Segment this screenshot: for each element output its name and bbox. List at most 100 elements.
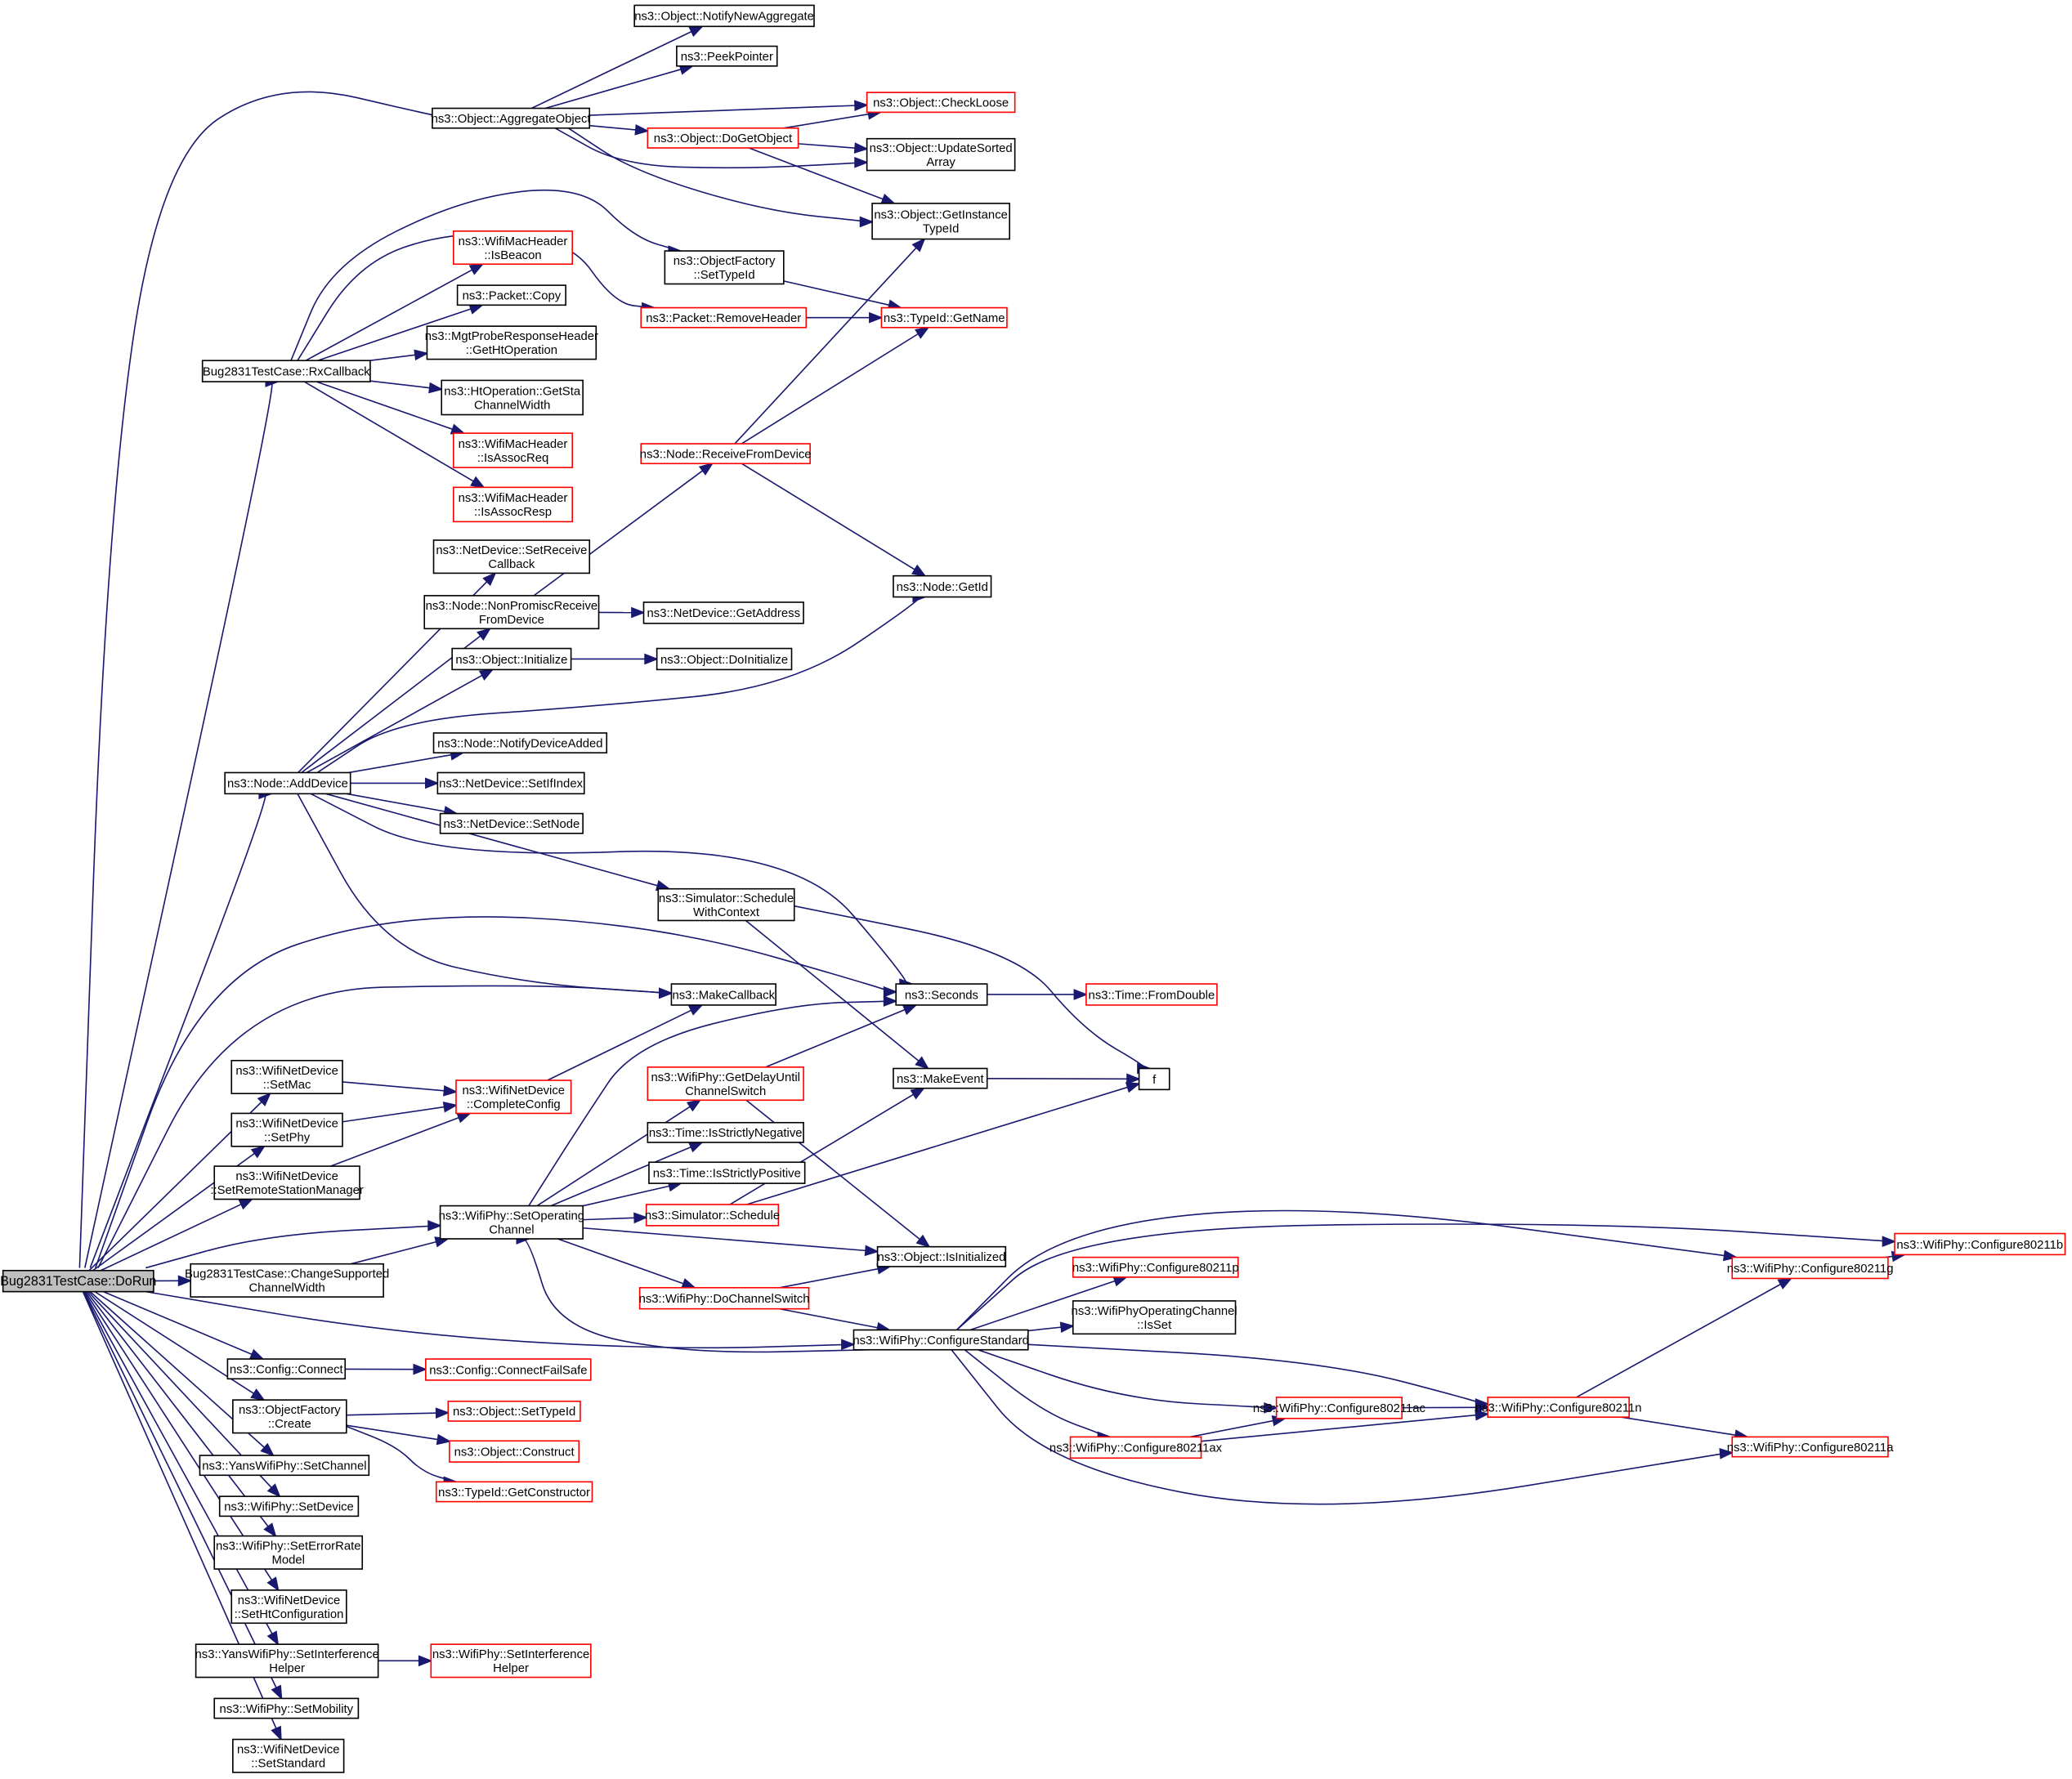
node-isstrictlypos[interactable]: ns3::Time::IsStrictlyPositive bbox=[648, 1161, 806, 1184]
node-of_settypeid[interactable]: ns3::ObjectFactory::SetTypeId bbox=[664, 250, 785, 285]
node-setdevice[interactable]: ns3::WifiPhy::SetDevice bbox=[218, 1495, 360, 1518]
node-c80211n[interactable]: ns3::WifiPhy::Configure80211n bbox=[1475, 1397, 1642, 1418]
node-box bbox=[866, 137, 1016, 172]
edge-rxcallback-to-isbeacon bbox=[305, 263, 485, 361]
node-packetcopy[interactable]: ns3::Packet::Copy bbox=[456, 284, 566, 306]
node-doinitialize[interactable]: ns3::Object::DoInitialize bbox=[656, 647, 793, 671]
edge-line bbox=[955, 1223, 1890, 1331]
edge-yans_setinterf-to-wifiphy_setinterf bbox=[378, 1655, 433, 1667]
node-makecallback[interactable]: ns3::MakeCallback bbox=[670, 983, 776, 1006]
node-removeheader[interactable]: ns3::Packet::RemoveHeader bbox=[640, 306, 808, 329]
node-box bbox=[640, 306, 808, 329]
node-nodegetid[interactable]: ns3::Node::GetId bbox=[893, 574, 992, 598]
node-box bbox=[876, 1245, 1007, 1267]
node-of_create[interactable]: ns3::ObjectFactory::Create bbox=[232, 1399, 347, 1434]
node-notifydeviceadded[interactable]: ns3::Node::NotifyDeviceAdded bbox=[432, 732, 608, 754]
node-label: Helper bbox=[269, 1662, 305, 1675]
node-label: ns3::HtOperation::GetSta bbox=[444, 385, 581, 398]
node-receivefromdevice[interactable]: ns3::Node::ReceiveFromDevice bbox=[640, 443, 812, 465]
node-f[interactable]: f bbox=[1138, 1067, 1170, 1091]
node-setmac[interactable]: ns3::WifiNetDevice::SetMac bbox=[230, 1059, 343, 1095]
node-c80211ax[interactable]: ns3::WifiPhy::Configure80211ax bbox=[1049, 1436, 1223, 1459]
edge-line bbox=[567, 127, 868, 223]
node-rxcallback[interactable]: Bug2831TestCase::RxCallback bbox=[201, 360, 371, 382]
node-c80211p[interactable]: ns3::WifiPhy::Configure80211p bbox=[1072, 1256, 1239, 1278]
arrowhead-icon bbox=[414, 349, 429, 361]
node-aggregate[interactable]: ns3::Object::AggregateObject bbox=[432, 107, 592, 129]
node-isinitialized[interactable]: ns3::Object::IsInitialized bbox=[876, 1245, 1007, 1267]
node-isstrictlyneg[interactable]: ns3::Time::IsStrictlyNegative bbox=[647, 1121, 804, 1143]
node-setchannel[interactable]: ns3::YansWifiPhy::SetChannel bbox=[199, 1455, 370, 1477]
node-typeid_getname[interactable]: ns3::TypeId::GetName bbox=[880, 306, 1008, 329]
node-c80211g[interactable]: ns3::WifiPhy::Configure80211g bbox=[1727, 1256, 1894, 1280]
node-setstandard[interactable]: ns3::WifiNetDevice::SetStandard bbox=[232, 1738, 345, 1773]
node-sethtconfig[interactable]: ns3::WifiNetDevice::SetHtConfiguration bbox=[230, 1589, 347, 1625]
node-initialize[interactable]: ns3::Object::Initialize bbox=[451, 647, 572, 671]
node-isassocreq[interactable]: ns3::WifiMacHeader::IsAssocReq bbox=[452, 432, 574, 468]
node-notifynewagg[interactable]: ns3::Object::NotifyNewAggregate bbox=[633, 4, 815, 28]
node-construct[interactable]: ns3::Object::Construct bbox=[449, 1440, 580, 1463]
node-c80211ac[interactable]: ns3::WifiPhy::Configure80211ac bbox=[1253, 1397, 1426, 1419]
node-completeconfig[interactable]: ns3::WifiNetDevice::CompleteConfig bbox=[455, 1079, 572, 1115]
node-connectfailsafe[interactable]: ns3::Config::ConnectFailSafe bbox=[425, 1358, 592, 1381]
arrowhead-icon bbox=[688, 25, 705, 38]
node-box bbox=[1072, 1300, 1237, 1335]
node-peekpointer[interactable]: ns3::PeekPointer bbox=[676, 45, 778, 67]
node-setmobility[interactable]: ns3::WifiPhy::SetMobility bbox=[213, 1697, 360, 1719]
node-getaddress[interactable]: ns3::NetDevice::GetAddress bbox=[642, 601, 804, 624]
edge-line bbox=[305, 269, 473, 361]
node-simschedule[interactable]: ns3::Simulator::Schedule bbox=[645, 1204, 780, 1227]
node-label: ns3::WifiPhy::ConfigureStandard bbox=[853, 1334, 1029, 1348]
node-dochannelswitch[interactable]: ns3::WifiPhy::DoChannelSwitch bbox=[639, 1286, 810, 1310]
edge-makeevent-to-f bbox=[987, 1073, 1141, 1085]
node-makeevent[interactable]: ns3::MakeEvent bbox=[893, 1067, 988, 1089]
edge-setrsm-to-completeconfig bbox=[330, 1112, 472, 1167]
node-fromdouble[interactable]: ns3::Time::FromDouble bbox=[1085, 983, 1218, 1006]
node-label: ns3::Packet::RemoveHeader bbox=[646, 312, 801, 325]
node-setnode[interactable]: ns3::NetDevice::SetNode bbox=[439, 812, 584, 834]
node-box bbox=[430, 1643, 592, 1678]
node-box bbox=[230, 1059, 343, 1095]
edge-c80211n-to-c80211a bbox=[1621, 1416, 1749, 1441]
arrowhead-icon bbox=[468, 263, 485, 275]
node-dogetobject[interactable]: ns3::Object::DoGetObject bbox=[647, 127, 799, 149]
node-setphy[interactable]: ns3::WifiNetDevice::SetPhy bbox=[230, 1112, 343, 1147]
node-c80211a[interactable]: ns3::WifiPhy::Configure80211a bbox=[1727, 1436, 1894, 1458]
edge-line bbox=[955, 1209, 1725, 1331]
node-isassocresp[interactable]: ns3::WifiMacHeader::IsAssocResp bbox=[452, 486, 574, 523]
node-label: Bug2831TestCase::ChangeSupported bbox=[185, 1268, 389, 1281]
node-seconds[interactable]: ns3::Seconds bbox=[895, 983, 988, 1006]
node-obj_settypeid[interactable]: ns3::Object::SetTypeId bbox=[447, 1400, 581, 1422]
node-checkloose[interactable]: ns3::Object::CheckLoose bbox=[866, 92, 1016, 114]
node-label: Channel bbox=[489, 1224, 534, 1237]
node-gethtoperation[interactable]: ns3::MgtProbeResponseHeader::GetHtOperat… bbox=[425, 325, 598, 360]
node-getconstructor[interactable]: ns3::TypeId::GetConstructor bbox=[435, 1481, 593, 1503]
arrowhead-icon bbox=[248, 1348, 265, 1360]
node-opchannelisset[interactable]: ns3::WifiPhyOperatingChannel::IsSet bbox=[1072, 1300, 1237, 1335]
node-setifindex[interactable]: ns3::NetDevice::SetIfIndex bbox=[436, 771, 585, 795]
edge-line bbox=[729, 1093, 915, 1205]
node-changesupported[interactable]: Bug2831TestCase::ChangeSupportedChannelW… bbox=[185, 1263, 389, 1298]
edge-simschedule-to-f bbox=[746, 1082, 1141, 1205]
node-box bbox=[432, 107, 591, 129]
edge-aggregate-to-dogetobject bbox=[589, 124, 650, 136]
node-c80211b[interactable]: ns3::WifiPhy::Configure80211b bbox=[1894, 1232, 2066, 1256]
edge-of_settypeid-to-typeid_getname bbox=[783, 280, 903, 311]
node-configurestandard[interactable]: ns3::WifiPhy::ConfigureStandard bbox=[853, 1329, 1029, 1351]
node-setrsm[interactable]: ns3::WifiNetDevice::SetRemoteStationMana… bbox=[210, 1165, 364, 1200]
node-configconnect[interactable]: ns3::Config::Connect bbox=[226, 1358, 347, 1380]
node-isbeacon[interactable]: ns3::WifiMacHeader::IsBeacon bbox=[452, 230, 574, 266]
arrowhead-icon bbox=[841, 1339, 856, 1351]
node-adddevice[interactable]: ns3::Node::AddDevice bbox=[224, 771, 351, 795]
